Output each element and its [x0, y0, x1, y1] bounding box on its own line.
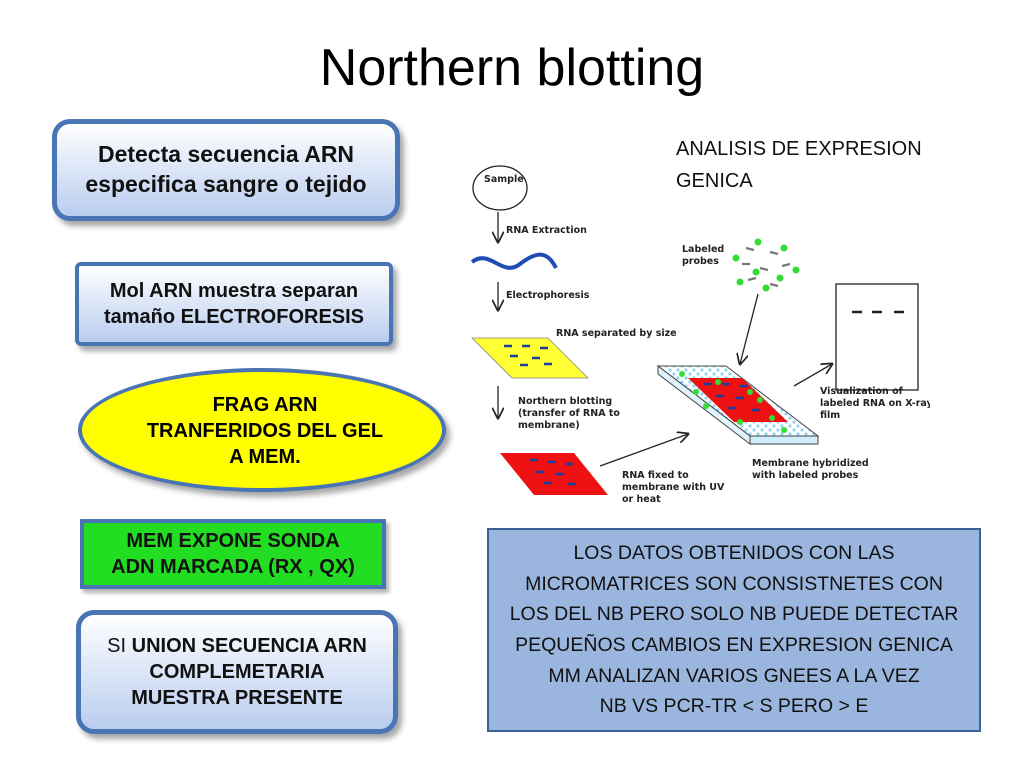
label-rna-fixed-1: RNA fixed to — [622, 470, 689, 481]
label-electrophoresis: Electrophoresis — [506, 290, 590, 301]
si-union-text: UNION SECUENCIA ARN — [131, 635, 367, 657]
xray-film — [835, 283, 919, 391]
label-northern-1: Northern blotting — [518, 396, 612, 407]
box-mem-expone: MEM EXPONE SONDA ADN MARCADA (RX , QX) — [80, 519, 386, 589]
gel-bands — [504, 344, 552, 367]
frag-line-1: FRAG ARN — [212, 394, 318, 416]
box-si-union: SI UNION SECUENCIA ARN COMPLEMETARIA MUE… — [76, 610, 398, 734]
si-prefix: SI — [107, 635, 132, 657]
rna-wave — [470, 252, 558, 270]
sample-circle — [472, 165, 528, 211]
frag-line-2: TRANFERIDOS DEL GEL — [146, 420, 384, 442]
summary-line-5: MM ANALIZAN VARIOS GNEES A LA VEZ — [548, 664, 920, 687]
box-mol-line-1: Mol ARN muestra separan — [109, 280, 359, 302]
summary-box: LOS DATOS OBTENIDOS CON LAS MICROMATRICE… — [487, 528, 981, 732]
box-detecta: Detecta secuencia ARN especifica sangre … — [52, 119, 400, 221]
mem-line-2: ADN MARCADA (RX , QX) — [111, 556, 355, 578]
label-rna-fixed-2: membrane with UV — [622, 482, 725, 493]
summary-line-4: PEQUEÑOS CAMBIOS EN EXPRESION GENICA — [515, 634, 953, 656]
label-rna-separated: RNA separated by size — [556, 328, 677, 339]
box-mol-line-2: tamaño ELECTROFORESIS — [103, 306, 365, 328]
si-line-3: MUESTRA PRESENTE — [131, 687, 343, 709]
probe-cluster — [732, 238, 800, 292]
analisis-line-2: GENICA — [676, 170, 753, 192]
summary-line-2: MICROMATRICES SON CONSISTNETES CON — [525, 572, 943, 595]
si-line-1: SI UNION SECUENCIA ARN — [107, 633, 367, 659]
frag-line-3: A MEM. — [229, 446, 301, 468]
northern-blot-diagram: Sample RNA Extraction Electrophoresis RN… — [470, 165, 930, 505]
label-membrane-hybridized-1: Membrane hybridized — [752, 458, 869, 469]
ellipse-frag-text: FRAG ARN TRANFERIDOS DEL GEL A MEM. — [100, 392, 430, 470]
hybrid-probes — [679, 371, 787, 433]
hybrid-red-area — [688, 378, 788, 422]
label-rna-extraction: RNA Extraction — [506, 225, 587, 236]
label-visualization-3: film — [820, 410, 840, 421]
hybrid-membrane-front — [749, 435, 819, 445]
hybrid-bands — [704, 382, 760, 412]
label-sample: Sample — [484, 174, 524, 185]
ellipse-frag — [78, 368, 446, 492]
label-visualization-1: Visualization of — [820, 386, 904, 397]
membrane-bands — [530, 458, 576, 486]
box-detecta-line-1: Detecta secuencia ARN — [97, 141, 355, 168]
mem-line-1: MEM EXPONE SONDA — [126, 530, 340, 552]
box-detecta-line-2: especifica sangre o tejido — [85, 171, 367, 197]
label-northern-2: (transfer of RNA to — [518, 408, 620, 419]
analisis-line-1: ANALISIS DE EXPRESION — [676, 138, 922, 160]
summary-line-1: LOS DATOS OBTENIDOS CON LAS — [573, 542, 895, 565]
label-northern-3: membrane) — [518, 420, 580, 431]
label-probes-2: probes — [682, 256, 719, 267]
si-line-2: COMPLEMETARIA — [149, 661, 325, 683]
box-electroforesis: Mol ARN muestra separan tamaño ELECTROFO… — [75, 262, 393, 346]
red-membrane — [500, 453, 608, 495]
arrow-to-film — [793, 364, 832, 387]
arrow-to-hybrid — [599, 434, 688, 467]
label-rna-fixed-3: or heat — [622, 494, 661, 505]
summary-line-6: NB VS PCR-TR < S PERO > E — [599, 695, 869, 718]
arrow-probes — [740, 293, 759, 364]
label-visualization-2: labeled RNA on X-ray — [820, 398, 930, 409]
label-probes-1: Labeled — [682, 244, 724, 255]
page-title: Northern blotting — [319, 39, 705, 97]
summary-line-3: LOS DEL NB PERO SOLO NB PUEDE DETECTAR — [509, 603, 959, 626]
analisis-label: ANALISIS DE EXPRESION GENICA — [676, 133, 922, 197]
label-membrane-hybridized-2: with labeled probes — [752, 470, 859, 481]
yellow-gel — [471, 337, 589, 379]
